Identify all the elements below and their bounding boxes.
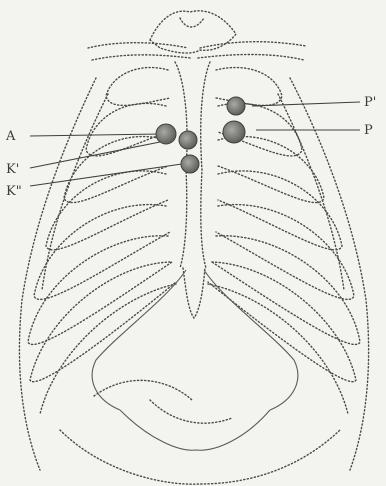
label-k-prime: K' <box>6 162 19 177</box>
label-p-prime: P' <box>364 95 376 110</box>
rib-cage-outline <box>19 11 368 484</box>
label-a: A <box>5 129 16 144</box>
valve-dot-a <box>156 124 176 144</box>
valve-dot-p <box>223 121 245 143</box>
valve-dot-p1 <box>227 97 245 115</box>
label-p: P <box>364 123 373 138</box>
label-k-double-prime: K" <box>6 184 22 199</box>
valve-dot-k2 <box>181 155 199 173</box>
valve-dot-k1 <box>179 131 197 149</box>
